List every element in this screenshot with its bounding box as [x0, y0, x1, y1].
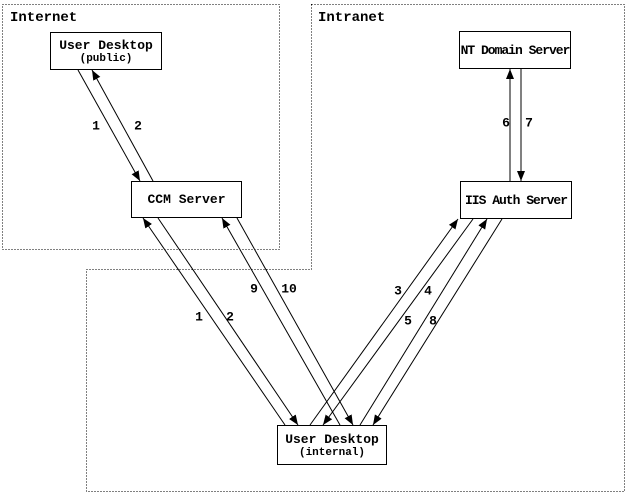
internet-zone-outline — [2, 4, 280, 250]
node-iis-auth-server: IIS Auth Server — [460, 181, 572, 219]
edge-line-1-public-desktop-to-ccm — [77, 69, 141, 182]
edge-label-7: 7 — [525, 115, 533, 131]
edge-line-9-internal-desktop-to-ccm — [221, 217, 341, 426]
edge-line-3-internal-desktop-to-iis — [309, 218, 459, 426]
edge-line-2-ccm-to-public-desktop — [91, 69, 154, 182]
node-title: User Desktop — [59, 37, 153, 53]
node-ccm-server: CCM Server — [131, 181, 242, 218]
node-user-desktop-public: User Desktop (public) — [50, 32, 162, 70]
edge-label-10: 10 — [281, 281, 297, 297]
edge-line-2-ccm-to-internal-desktop — [157, 217, 299, 426]
node-title: CCM Server — [147, 192, 226, 207]
edge-label-6: 6 — [502, 115, 510, 131]
edge-label-2-public: 2 — [134, 118, 142, 134]
edge-label-1-public: 1 — [92, 118, 100, 134]
node-title: IIS Auth Server — [464, 192, 568, 208]
edge-line-1-internal-desktop-to-ccm — [142, 217, 286, 426]
edge-line-8-iis-to-internal-desktop — [372, 218, 503, 426]
node-user-desktop-internal: User Desktop (internal) — [277, 425, 387, 465]
internet-zone-label: Internet — [10, 10, 78, 26]
node-nt-domain-server: NT Domain Server — [459, 31, 571, 69]
node-title: User Desktop — [285, 431, 379, 447]
edge-label-9: 9 — [250, 281, 258, 297]
node-title: NT Domain Server — [460, 42, 570, 58]
edge-label-4: 4 — [424, 283, 432, 299]
edge-label-2-internal: 2 — [226, 309, 234, 325]
edge-line-5-internal-desktop-to-iis — [359, 218, 488, 426]
intranet-zone-outline — [86, 4, 625, 492]
node-subtitle: (internal) — [298, 446, 365, 459]
edge-label-3: 3 — [394, 283, 402, 299]
node-subtitle: (public) — [79, 52, 133, 65]
edge-label-8: 8 — [429, 313, 437, 329]
edge-label-1-internal: 1 — [195, 309, 203, 325]
edge-line-4-iis-to-internal-desktop — [322, 218, 474, 426]
edge-line-10-ccm-to-internal-desktop — [236, 217, 354, 426]
edge-label-5: 5 — [404, 313, 412, 329]
intranet-zone-label: Intranet — [318, 10, 386, 26]
